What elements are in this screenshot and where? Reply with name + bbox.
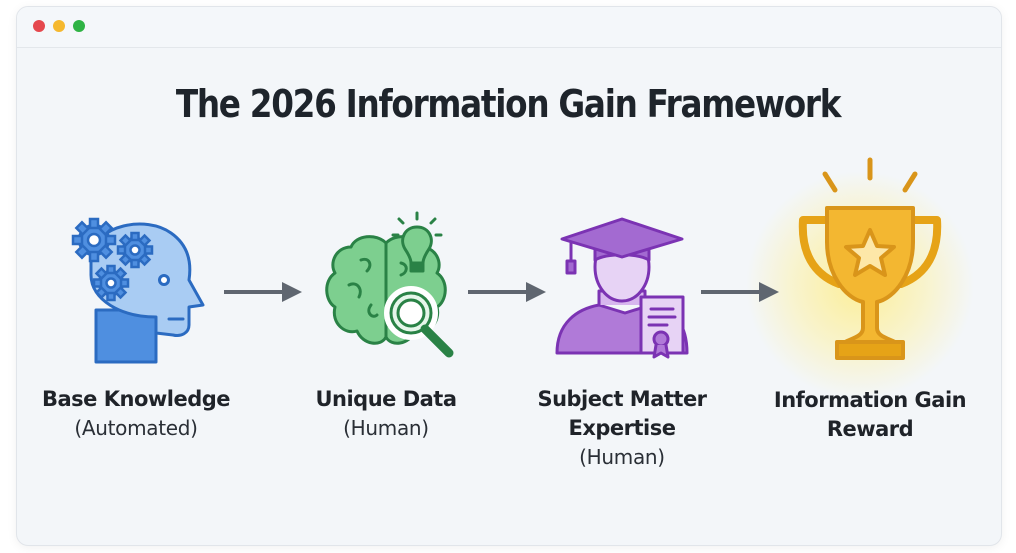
maximize-window-button[interactable] (73, 20, 85, 32)
step-label: Unique Data (315, 387, 457, 411)
step-subject-matter-expertise: Subject Matter Expertise (Human) (512, 205, 732, 472)
graduate-certificate-icon (555, 217, 689, 359)
step-sublabel: (Human) (579, 445, 665, 469)
head-gears-icon (71, 217, 205, 364)
step-label: Information Gain (773, 388, 967, 412)
close-window-button[interactable] (33, 20, 45, 32)
trophy-star-icon (798, 157, 942, 360)
step-label: Subject Matter (537, 387, 707, 411)
minimize-window-button[interactable] (53, 20, 65, 32)
step-sublabel: (Automated) (74, 416, 198, 440)
step-information-gain-reward: Information Gain Reward (760, 152, 980, 444)
step-label-line2: Expertise (568, 416, 676, 440)
step-label: Base Knowledge (41, 387, 231, 411)
brain-lightbulb-magnifier-icon (325, 211, 454, 358)
step-label-line2: Reward (826, 417, 914, 441)
window-titlebar (17, 7, 1001, 48)
diagram-title: The 2026 Information Gain Framework (175, 82, 842, 126)
step-base-knowledge: Base Knowledge (Automated) (26, 205, 246, 443)
step-sublabel: (Human) (343, 416, 429, 440)
arrow-right-icon (701, 282, 779, 302)
step-unique-data: Unique Data (Human) (276, 205, 496, 443)
arrow-right-icon (468, 282, 546, 302)
arrow-right-icon (224, 282, 302, 302)
